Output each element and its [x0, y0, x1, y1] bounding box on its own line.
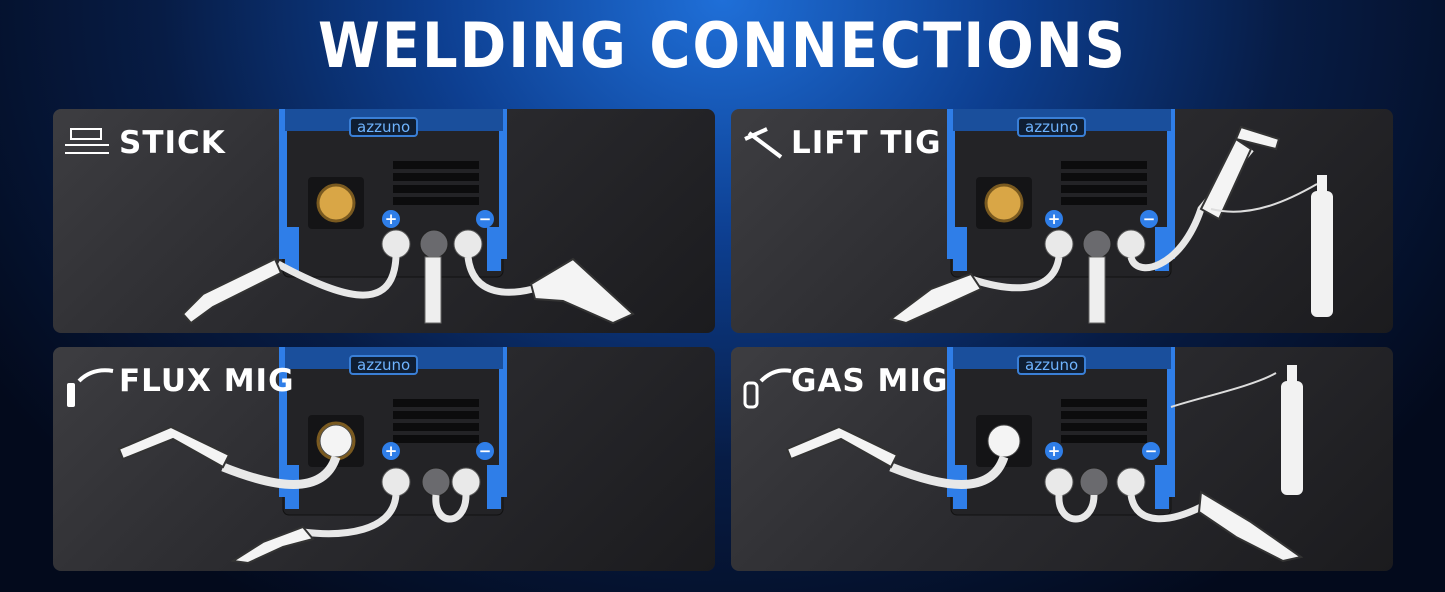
gas-mig-gun-icon	[743, 368, 792, 409]
brand-logo: azzuno	[1017, 117, 1087, 137]
mig-gun	[117, 425, 231, 469]
welder-frame-right	[499, 109, 507, 259]
stick-electrode-icon	[65, 128, 109, 154]
gas-cylinder	[1281, 381, 1303, 495]
electrode-holder	[181, 257, 283, 325]
lift-tig-connection-illustration: + −	[888, 109, 1333, 325]
negative-sign: −	[1145, 442, 1158, 460]
euro-socket	[316, 183, 356, 223]
panel-label-stick: STICK	[119, 125, 226, 161]
gas-connector	[419, 229, 449, 259]
electrode-cable	[276, 256, 400, 299]
welder-frame-left	[279, 109, 287, 259]
ground-clamp	[888, 272, 983, 325]
brand-logo: azzuno	[1017, 355, 1087, 375]
page-title: WELDING CONNECTIONS	[318, 10, 1127, 83]
dinse-plus	[381, 229, 411, 259]
panel-label-gas-mig: GAS MIG	[791, 363, 949, 399]
ground-clamp	[230, 525, 315, 565]
ground-clamp	[1197, 490, 1304, 563]
positive-sign: +	[385, 442, 398, 460]
positive-terminal-marker	[382, 210, 400, 228]
tig-torch-icon	[744, 127, 783, 159]
panel-stick: + − STICK azzuno	[53, 109, 715, 333]
negative-sign: −	[479, 442, 492, 460]
polarity-jumper-cable	[432, 494, 470, 523]
welder-foot-right	[487, 227, 501, 271]
gas-pipe	[424, 256, 442, 324]
flux-mig-connection-illustration: + −	[117, 347, 507, 565]
panel-lift-tig: + − LIFT TIG azzuno	[731, 109, 1393, 333]
positive-sign: +	[1048, 210, 1061, 228]
brand-logo: azzuno	[349, 117, 419, 137]
panel-label-lift-tig: LIFT TIG	[791, 125, 942, 161]
ground-cable	[464, 256, 534, 296]
gas-hose	[1210, 183, 1318, 213]
panel-label-flux-mig: FLUX MIG	[119, 363, 295, 399]
panel-flux-mig: + − FLUX MIG azzuno	[53, 347, 715, 571]
tig-torch	[1199, 137, 1253, 221]
panel-gas-mig: + − GAS MIG azzuno	[731, 347, 1393, 571]
gas-hose	[1170, 372, 1277, 408]
negative-sign: −	[479, 210, 492, 228]
negative-terminal-marker	[476, 210, 494, 228]
welder-foot-left	[285, 227, 299, 271]
ground-clamp	[529, 257, 635, 325]
positive-sign: +	[1048, 442, 1061, 460]
stick-connection-illustration: + −	[181, 109, 635, 325]
gas-mig-connection-illustration: + −	[785, 347, 1304, 563]
mig-gun	[785, 425, 899, 469]
vent-grille	[393, 161, 479, 205]
brand-logo: azzuno	[349, 355, 419, 375]
mig-gun-cable	[221, 455, 341, 489]
positive-sign: +	[385, 210, 398, 228]
gas-cylinder	[1311, 191, 1333, 317]
flux-mig-gun-icon	[67, 368, 114, 407]
negative-sign: −	[1143, 210, 1156, 228]
dinse-minus	[453, 229, 483, 259]
